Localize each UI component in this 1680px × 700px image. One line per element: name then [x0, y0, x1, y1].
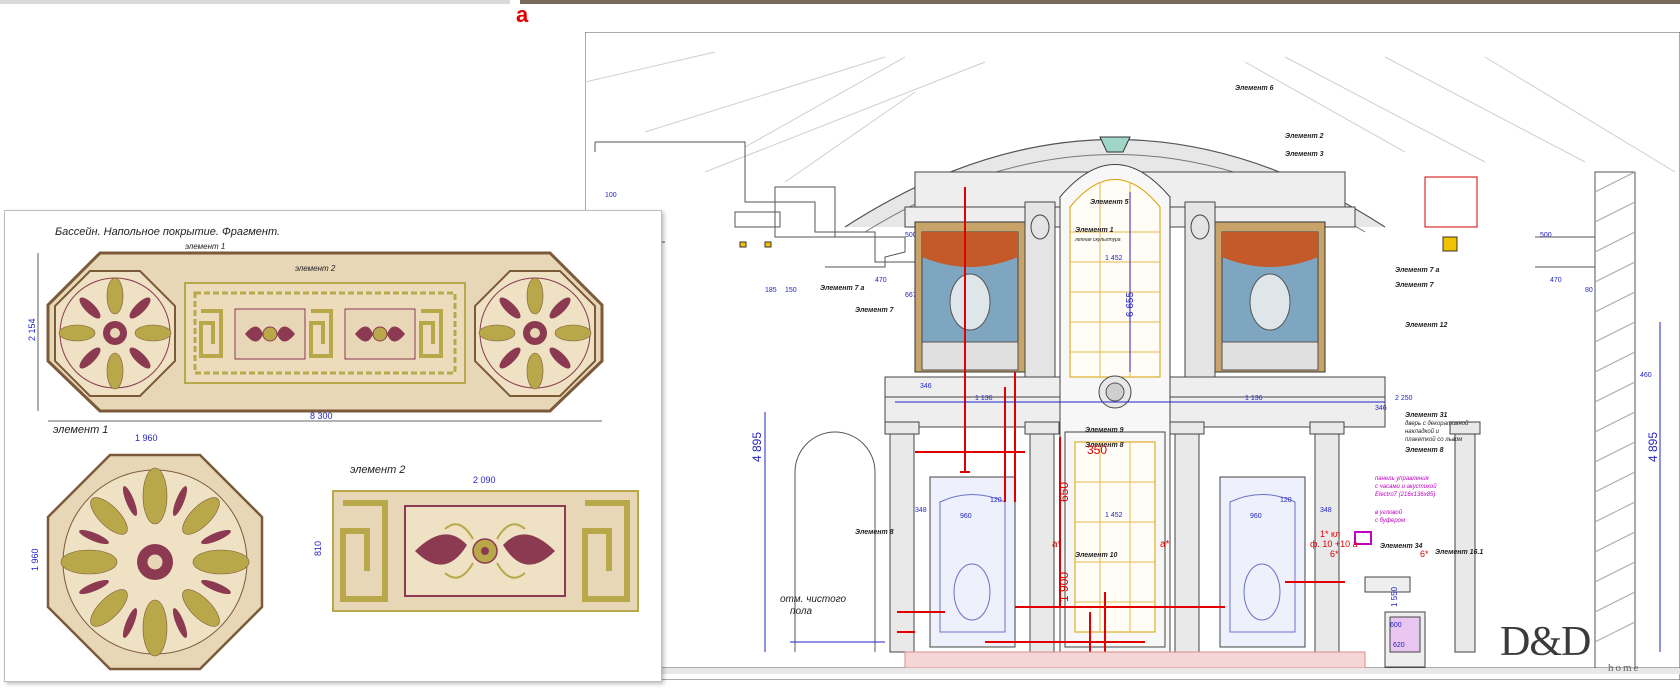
label-6-left: 6*	[1330, 549, 1339, 559]
dim-667: 667	[905, 292, 917, 299]
label-a-plus-right: а*	[1160, 539, 1170, 550]
floor-sheet-title: Бассейн. Напольное покрытие. Фрагмент.	[55, 226, 281, 238]
dim-1136-right: 1 136	[1245, 395, 1263, 402]
dim-620: 620	[1393, 642, 1405, 649]
label-f10: ф. 10 +10 а	[1310, 539, 1358, 549]
floor-mark-line1: отм. чистого	[780, 594, 847, 605]
dim-600: 600	[1390, 622, 1402, 629]
dim-120-left: 120	[990, 497, 1002, 504]
dim-1452-top: 1 452	[1105, 255, 1123, 262]
dim-185: 185	[765, 287, 777, 294]
section-marker-top: a	[516, 2, 529, 27]
top-left-strip	[0, 0, 510, 4]
label-element-3: Элемент 3	[1285, 151, 1324, 158]
dim-650: 650	[1057, 482, 1071, 502]
note-panel-1: панель управления	[1375, 476, 1430, 482]
dim-470-right: 470	[1550, 277, 1562, 284]
company-logo: D&D home	[1500, 618, 1670, 688]
label-element-8-right: Элемент 8	[1405, 447, 1444, 454]
label-element-7a-right: Элемент 7 а	[1395, 267, 1439, 274]
dim-80: 80	[1585, 287, 1593, 294]
dim-element2-width: 2 090	[473, 475, 496, 485]
label-element2-large: элемент 2	[350, 464, 405, 476]
dim-348-right: 348	[1320, 507, 1332, 514]
dim-350: 350	[1087, 443, 1107, 457]
label-element-31-note: дверь с декоративной	[1405, 420, 1469, 427]
logo-main-text: D&D	[1500, 619, 1591, 665]
label-element-1: Элемент 1	[1075, 227, 1114, 234]
label-element-34: Элемент 34	[1380, 543, 1423, 550]
label-element1-small: элемент 1	[185, 242, 225, 251]
dim-470-left: 470	[875, 277, 887, 284]
label-element-31: Элемент 31	[1405, 412, 1448, 419]
dim-960-right: 960	[1250, 513, 1262, 520]
label-1-kl: 1* кл	[1320, 529, 1340, 539]
dim-1900: 1 900	[1057, 572, 1071, 602]
dim-150: 150	[785, 287, 797, 294]
label-element-6: Элемент 6	[1235, 85, 1274, 92]
floor-pattern-sheet: Бассейн. Напольное покрытие. Фрагмент.	[4, 210, 662, 682]
dim-1452-bottom: 1 452	[1105, 512, 1123, 519]
dim-500-left: 500	[905, 232, 917, 239]
dim-960-left: 960	[960, 513, 972, 520]
label-element-7-left: Элемент 7	[855, 307, 895, 314]
label-element2-small: элемент 2	[295, 264, 336, 273]
note-panel-3: Electro7 (216х136х85)	[1375, 492, 1435, 498]
dim-348-left: 348	[915, 507, 927, 514]
label-element-7a-left: Элемент 7 а	[820, 285, 864, 292]
facade-elevation-drawing: 100 185 150 470 667 223 60 500 500 470 8…	[585, 32, 1680, 680]
label-element-7-right: Элемент 7	[1395, 282, 1435, 289]
dim-total-height: 2 154	[27, 318, 37, 341]
floor-pattern-drawing: 8 300 2 154 элемент 1 элемент 2 элемент …	[27, 242, 639, 671]
note-panel-5: с буфером	[1375, 518, 1405, 524]
label-element-9: Элемент 9	[1085, 427, 1124, 434]
dim-element1-height: 1 960	[30, 548, 40, 571]
label-element-10: Элемент 10	[1075, 552, 1118, 559]
label-element-5: Элемент 5	[1090, 199, 1129, 206]
floor-mark-line2: пола	[790, 606, 812, 617]
logo-sub-text: home	[1608, 662, 1641, 674]
dim-element2-height: 810	[313, 541, 323, 556]
dim-height-left: 4 895	[750, 432, 764, 462]
label-element-2: Элемент 2	[1285, 133, 1324, 140]
dim-2250: 2 250	[1395, 395, 1413, 402]
dim-500-right: 500	[1540, 232, 1552, 239]
label-element-1-note: лепная скульптура	[1074, 237, 1121, 243]
label-element-8-center: Элемент 8	[1085, 442, 1124, 449]
dim-120-right: 120	[1280, 497, 1292, 504]
dim-height-right: 4 895	[1646, 432, 1660, 462]
note-panel-4: в угловой	[1375, 509, 1403, 516]
dim-460: 460	[1640, 372, 1652, 379]
label-element-31-note3: плакеткой со львом	[1405, 436, 1462, 443]
label-6-right: 6*	[1420, 549, 1429, 559]
dim-346-right: 346	[1375, 405, 1387, 412]
dim-total-width: 8 300	[310, 411, 333, 421]
label-element1-large: элемент 1	[53, 424, 108, 436]
top-image-edge	[520, 0, 1680, 4]
dim-1136-left: 1 136	[975, 395, 993, 402]
label-element-12: Элемент 12	[1405, 322, 1448, 329]
label-element-8-left: Элемент 8	[855, 529, 894, 536]
dim-small-left: 100	[605, 192, 617, 199]
note-panel-2: с часами и акустикой	[1375, 483, 1437, 490]
dim-center-height: 6 655	[1125, 292, 1136, 317]
dim-346-left: 346	[920, 383, 932, 390]
label-element-31-note2: накладкой и	[1405, 428, 1440, 435]
dim-1550: 1 550	[1390, 586, 1399, 607]
dim-element1-width: 1 960	[135, 433, 158, 443]
label-a-plus-left: а*	[1052, 539, 1062, 550]
label-element-16: Элемент 16.1	[1435, 549, 1483, 556]
